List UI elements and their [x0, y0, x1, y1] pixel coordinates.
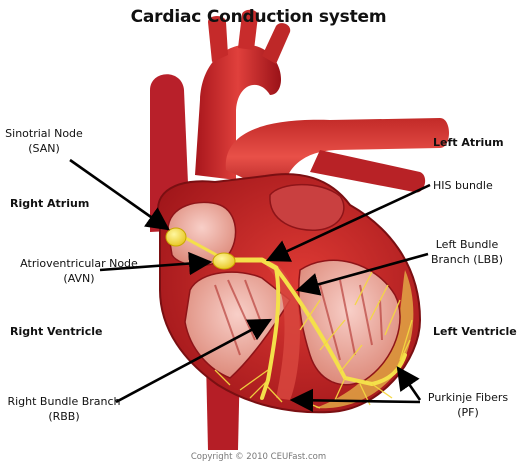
- left-atrium-cavity: [269, 183, 345, 231]
- copyright-notice: Copyright © 2010 CEUFast.com: [190, 452, 327, 462]
- label-avn: Atrioventricular Node (AVN): [4, 256, 154, 286]
- epicardial-fat: [315, 270, 414, 409]
- arrow-avn: [99, 251, 213, 276]
- aorta: [195, 44, 282, 180]
- sa-node: [165, 227, 187, 247]
- bachmann-path: [178, 233, 224, 260]
- arrow-san: [69, 158, 170, 231]
- label-his-bundle: HIS bundle: [433, 179, 493, 192]
- label-san-line2: (SAN): [28, 142, 60, 155]
- label-purkinje: Purkinje Fibers (PF): [424, 390, 512, 420]
- label-purkinje-line1: Purkinje Fibers: [427, 391, 509, 404]
- label-lbb: Left Bundle Branch (LBB): [424, 237, 510, 267]
- label-purkinje-line2: (PF): [457, 406, 479, 419]
- subclavian-artery: [262, 23, 291, 64]
- left-bundle-branch-path: [274, 266, 407, 386]
- pulmonary-artery-lower: [310, 150, 426, 193]
- arrow-rbb: [115, 318, 273, 404]
- label-rbb: Right Bundle Branch (RBB): [4, 394, 124, 424]
- label-left-atrium: Left Atrium: [433, 136, 504, 149]
- arrow-lbb: [295, 252, 429, 296]
- label-left-ventricle: Left Ventricle: [433, 325, 517, 338]
- conduction-pathway: [178, 233, 407, 400]
- label-rbb-line1: Right Bundle Branch: [7, 395, 121, 408]
- right-bundle-branch-path: [260, 266, 281, 400]
- interventricular-septum: [266, 262, 300, 400]
- diagram-title: Cardiac Conduction system: [130, 7, 387, 27]
- label-rbb-line2: (RBB): [48, 410, 80, 423]
- av-node: [212, 252, 236, 270]
- label-lbb-line2: Branch (LBB): [430, 253, 504, 266]
- label-san-line1: Sinotrial Node: [5, 127, 83, 140]
- carotid-artery: [238, 9, 258, 51]
- arrow-pf-2: [289, 388, 421, 413]
- label-lbb-line1: Left Bundle: [435, 238, 499, 251]
- arrow-pf-1: [396, 366, 422, 401]
- label-avn-line1: Atrioventricular Node: [20, 257, 138, 270]
- pointer-arrows: [69, 158, 431, 413]
- label-right-ventricle: Right Ventricle: [10, 325, 103, 338]
- trabeculae: [214, 279, 383, 361]
- label-right-atrium: Right Atrium: [10, 197, 90, 210]
- brachiocephalic-artery: [208, 16, 228, 62]
- label-avn-line2: (AVN): [63, 272, 95, 285]
- arrow-his: [265, 183, 431, 262]
- label-san: Sinotrial Node (SAN): [4, 126, 84, 156]
